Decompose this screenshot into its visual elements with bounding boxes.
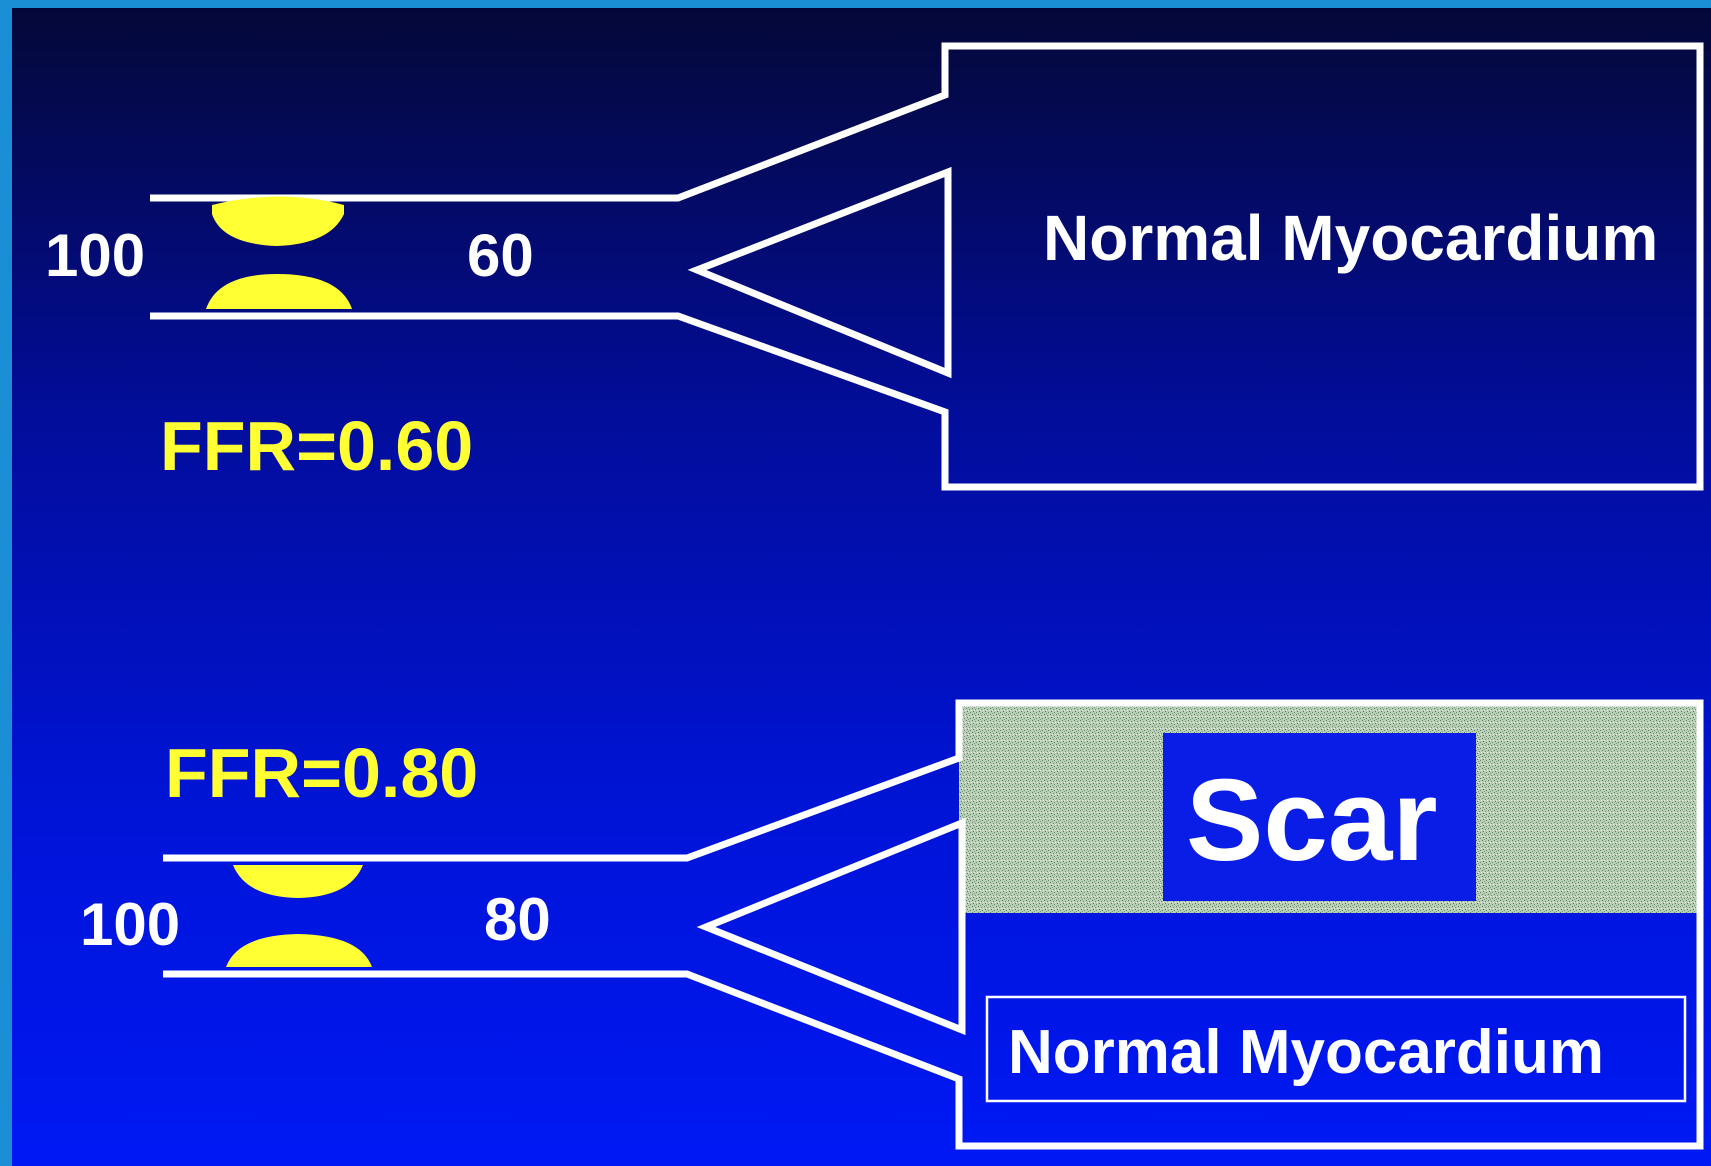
bottom-normal-myocardium-label: Normal Myocardium: [1008, 1018, 1604, 1087]
bottom-inlet-pressure: 100: [80, 891, 180, 958]
top-normal-myocardium-label: Normal Myocardium: [1043, 202, 1658, 274]
bottom-ffr-value: FFR=0.80: [165, 734, 478, 812]
scar-label: Scar: [1186, 755, 1438, 885]
top-inlet-pressure: 100: [45, 222, 145, 289]
top-outlet-pressure: 60: [467, 222, 534, 289]
top-ffr-value: FFR=0.60: [160, 407, 473, 485]
bottom-outlet-pressure: 80: [484, 886, 551, 953]
